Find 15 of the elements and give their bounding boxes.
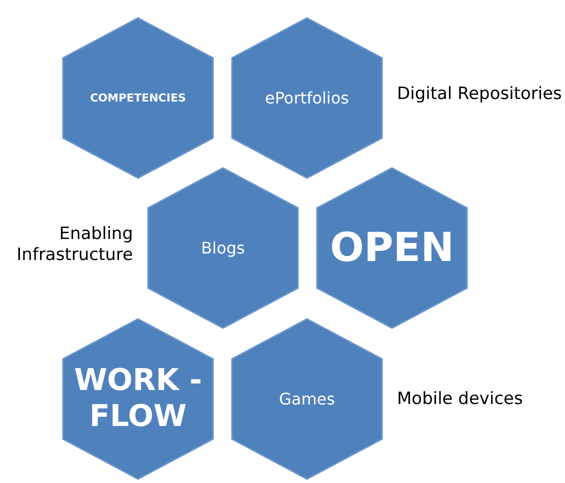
hexagon-node (231, 318, 383, 480)
node-label: OPEN (328, 224, 456, 272)
node-label: Blogs (200, 238, 246, 258)
side-label: Enabling Infrastructure (16, 224, 133, 266)
side-label: Digital Repositories (397, 84, 562, 106)
hexagon-node (316, 167, 468, 329)
node-label: COMPETENCIES (89, 91, 187, 105)
node-label: WORK -FLOW (73, 363, 203, 435)
hexagon-node (147, 167, 299, 329)
node-label: Games (278, 389, 336, 409)
hexagon-node (62, 318, 214, 480)
node-label: ePortfolios (264, 88, 350, 108)
hexagon-node (231, 17, 383, 179)
hexagon-node (62, 17, 214, 179)
side-label: Mobile devices (397, 389, 523, 410)
